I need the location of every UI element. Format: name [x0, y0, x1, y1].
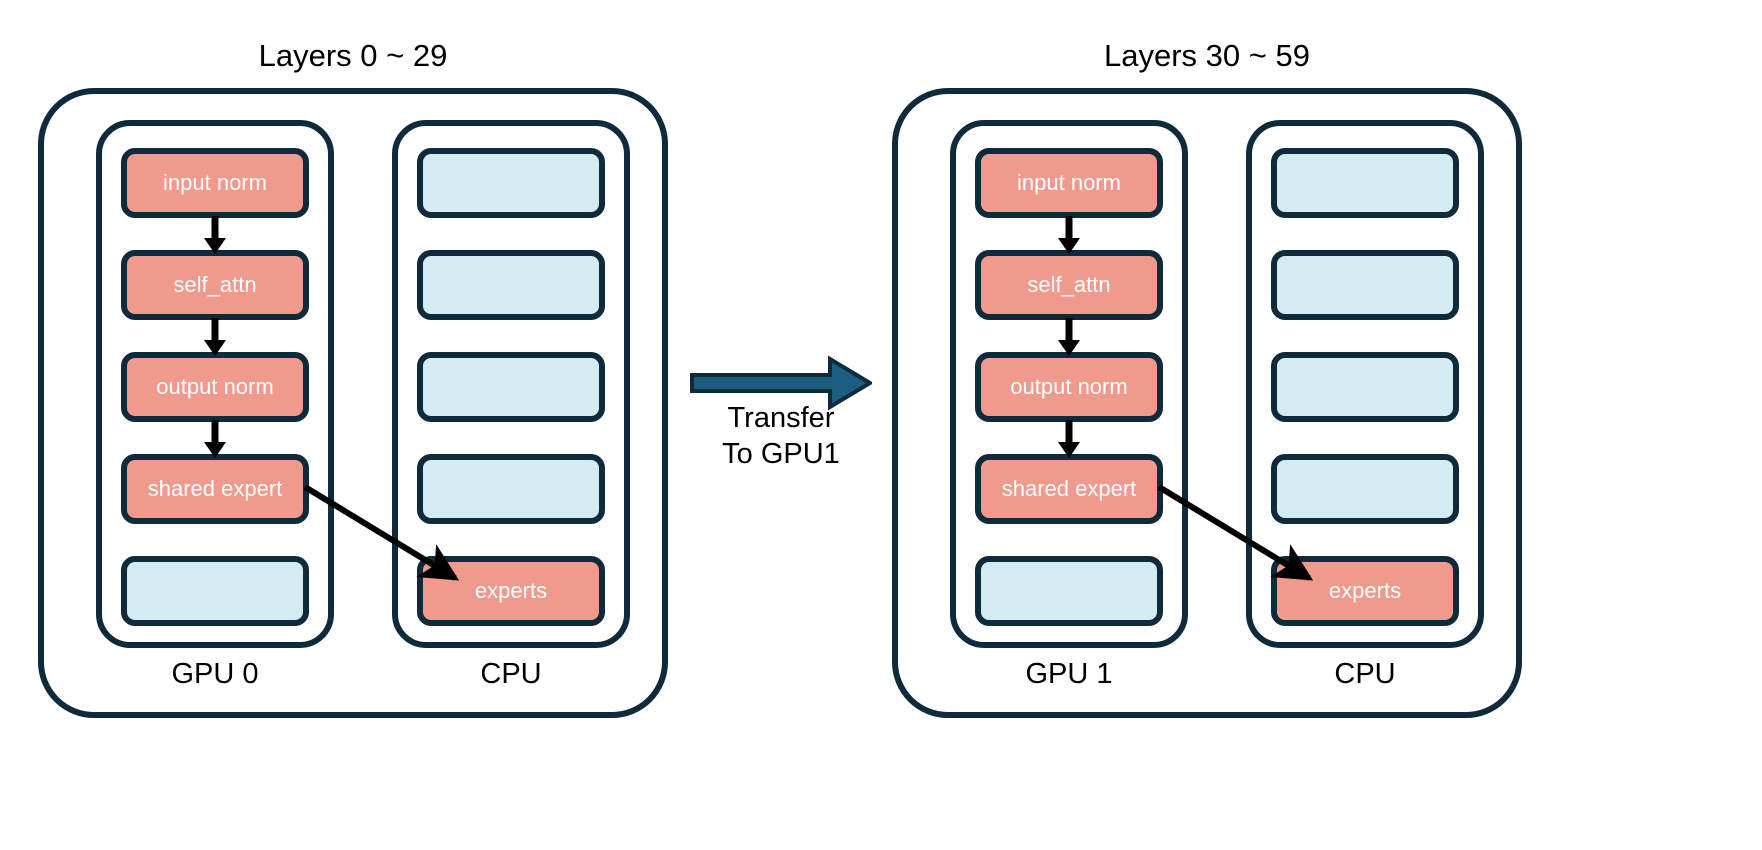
- block-input-norm[interactable]: input norm: [975, 148, 1163, 218]
- flow-arrow-icon: [975, 420, 1163, 458]
- transfer-label-line1: Transfer: [727, 402, 835, 434]
- block-empty-slot[interactable]: [417, 352, 605, 422]
- block-spacer: [1271, 422, 1459, 454]
- flow-arrow-icon: [975, 318, 1163, 356]
- flow-arrow-icon: [975, 216, 1163, 254]
- block-empty-slot[interactable]: [121, 556, 309, 626]
- transfer-arrow-icon: [690, 355, 872, 411]
- block-empty-slot[interactable]: [975, 556, 1163, 626]
- block-spacer: [1271, 218, 1459, 250]
- device-group-right: input norm self_attn output norm shared …: [892, 88, 1522, 718]
- block-self-attn[interactable]: self_attn: [121, 250, 309, 320]
- block-spacer: [1271, 320, 1459, 352]
- block-spacer: [417, 524, 605, 556]
- block-empty-slot[interactable]: [1271, 148, 1459, 218]
- block-self-attn[interactable]: self_attn: [975, 250, 1163, 320]
- column-label-cpu0: CPU: [480, 658, 542, 690]
- block-empty-slot[interactable]: [417, 250, 605, 320]
- device-group-left: input norm self_attn output norm shared …: [38, 88, 668, 718]
- column-label-cpu1: CPU: [1334, 658, 1396, 690]
- flow-arrow-icon: [121, 420, 309, 458]
- column-label-gpu1: GPU 1: [1025, 658, 1113, 690]
- column-gpu1: input norm self_attn output norm shared …: [950, 120, 1188, 648]
- transfer-label-line2: To GPU1: [722, 438, 840, 471]
- block-spacer: [417, 218, 605, 250]
- column-label-gpu0: GPU 0: [171, 658, 259, 690]
- block-spacer: [417, 422, 605, 454]
- flow-arrow-icon: [121, 318, 309, 356]
- block-empty-slot[interactable]: [1271, 454, 1459, 524]
- block-empty-slot[interactable]: [1271, 250, 1459, 320]
- group-title-left: Layers 0 ~ 29: [258, 38, 448, 73]
- block-spacer: [975, 524, 1163, 556]
- block-empty-slot[interactable]: [417, 454, 605, 524]
- block-experts[interactable]: experts: [417, 556, 605, 626]
- flow-arrow-icon: [121, 216, 309, 254]
- block-shared-expert[interactable]: shared expert: [121, 454, 309, 524]
- column-cpu0: experts: [392, 120, 630, 648]
- block-output-norm[interactable]: output norm: [975, 352, 1163, 422]
- block-experts[interactable]: experts: [1271, 556, 1459, 626]
- group-title-right: Layers 30 ~ 59: [1104, 38, 1310, 73]
- transfer-label: Transfer To GPU1: [686, 400, 876, 473]
- block-shared-expert[interactable]: shared expert: [975, 454, 1163, 524]
- block-empty-slot[interactable]: [1271, 352, 1459, 422]
- block-empty-slot[interactable]: [417, 148, 605, 218]
- block-input-norm[interactable]: input norm: [121, 148, 309, 218]
- block-output-norm[interactable]: output norm: [121, 352, 309, 422]
- block-spacer: [121, 524, 309, 556]
- column-cpu1: experts: [1246, 120, 1484, 648]
- block-spacer: [1271, 524, 1459, 556]
- block-spacer: [417, 320, 605, 352]
- column-gpu0: input norm self_attn output norm shared …: [96, 120, 334, 648]
